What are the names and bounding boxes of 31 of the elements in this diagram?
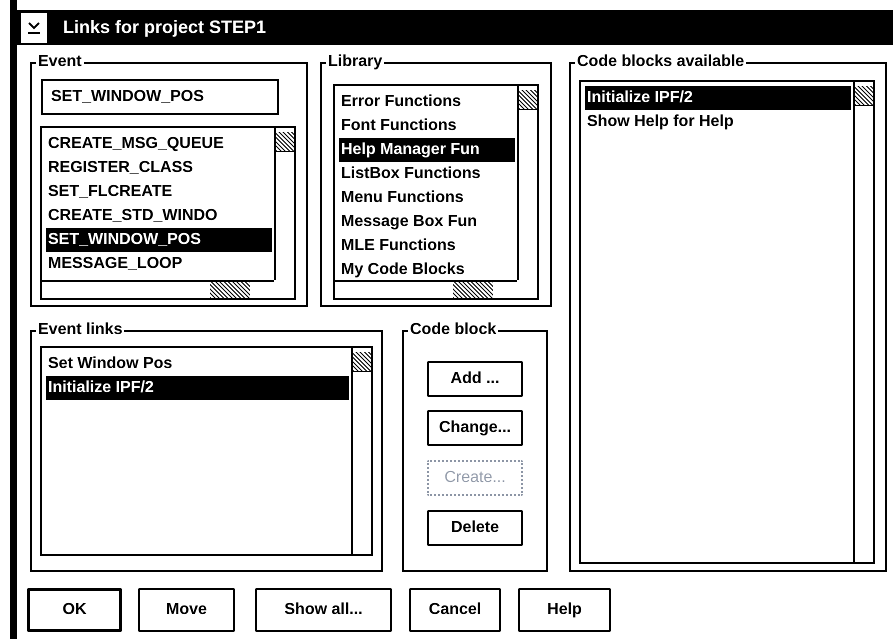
list-item: Font Functions — [340, 116, 458, 136]
list-item: My Code Blocks — [340, 260, 466, 280]
list-item: CREATE_STD_WINDO — [47, 206, 218, 226]
selected-list-item: SET_WINDOW_POS — [46, 228, 272, 252]
window-title: Links for project STEP1 — [63, 16, 266, 39]
list-item: SET_FLCREATE — [47, 182, 174, 202]
button: Show all... — [255, 588, 392, 632]
button: Create... — [427, 460, 523, 496]
list-item: Error Functions — [340, 92, 462, 112]
list-item: Set Window Pos — [47, 354, 174, 374]
button: Move — [138, 588, 235, 632]
selected-list-item: Help Manager Fun — [339, 138, 515, 162]
input-field: SET_WINDOW_POS — [41, 79, 279, 115]
button: Change... — [427, 410, 523, 446]
list-item: Message Box Fun — [340, 212, 478, 232]
group-label: Library — [326, 52, 384, 72]
selected-list-item: Initialize IPF/2 — [46, 376, 349, 400]
button: Cancel — [409, 588, 501, 632]
list-item: Menu Functions — [340, 188, 465, 208]
list-item: MESSAGE_LOOP — [47, 254, 184, 274]
button: Add ... — [427, 361, 523, 397]
list-item: CREATE_MSG_QUEUE — [47, 134, 225, 154]
selected-list-item: Initialize IPF/2 — [585, 86, 851, 110]
button: OK — [27, 588, 122, 632]
dialog-window — [10, 0, 893, 639]
list-item: ListBox Functions — [340, 164, 482, 184]
button: Delete — [427, 510, 523, 546]
list-item: REGISTER_CLASS — [47, 158, 194, 178]
list-item: Show Help for Help — [586, 112, 735, 132]
button: Help — [518, 588, 611, 632]
list-item: MLE Functions — [340, 236, 457, 256]
